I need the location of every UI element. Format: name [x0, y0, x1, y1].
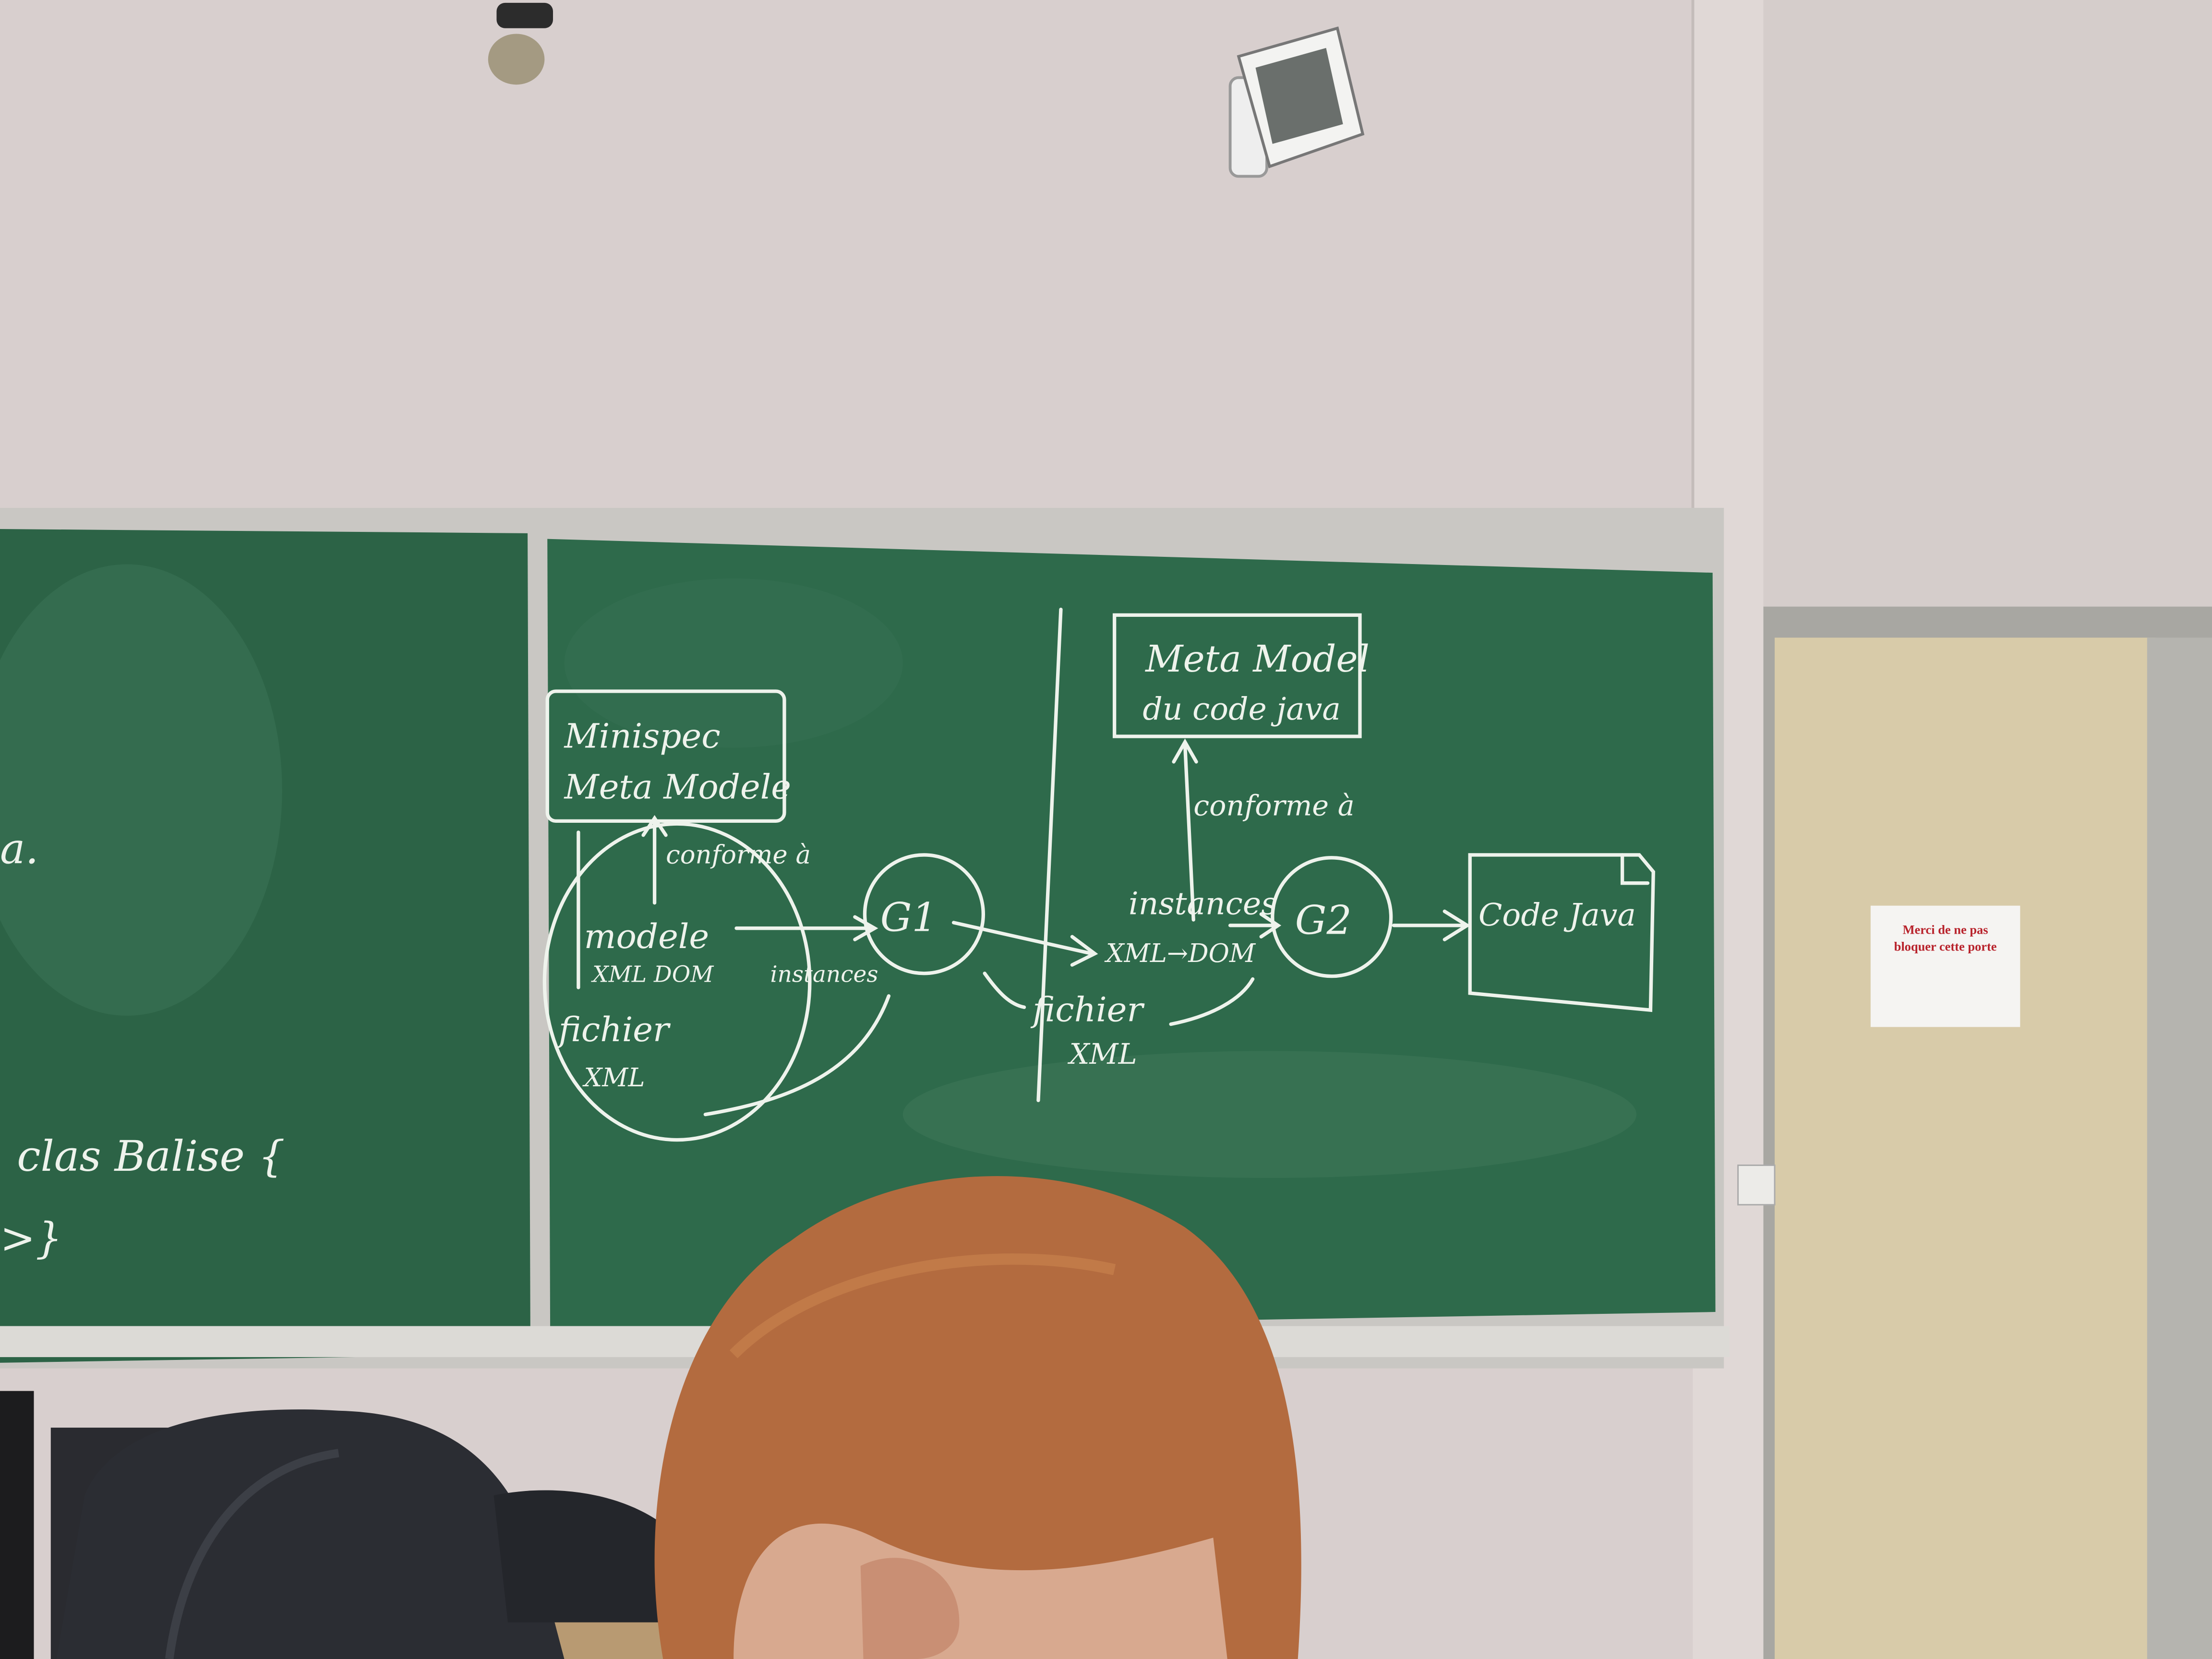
circle-xml-label: XML [582, 1063, 645, 1093]
instances-right-label: instances [1129, 886, 1277, 922]
chalkboard-right-panel [547, 539, 1716, 1332]
code-java-label: Code Java [1479, 897, 1636, 933]
door [1763, 606, 2212, 1659]
meta-java-box [1112, 613, 1362, 738]
fichier-right-line-1: fichier [1030, 990, 1145, 1030]
meta-java-line-1: Meta Model [1144, 638, 1370, 681]
left-code-line-1: clas Balise { [17, 1131, 285, 1181]
divider-line [1036, 607, 1063, 1102]
monitor [0, 1391, 34, 1659]
meta-java-line-2: du code java [1142, 691, 1341, 727]
security-camera [488, 2, 553, 85]
bag-dark [493, 1490, 706, 1623]
left-code-line-2: >} [0, 1214, 62, 1263]
wall-speaker [1228, 26, 1365, 178]
conforme-left-label: conforme à [666, 841, 811, 870]
g2-circle [1271, 856, 1393, 978]
sign-line-2: bloquer cette porte [1894, 939, 1997, 954]
wall-right-section [1756, 0, 2212, 607]
fichier-right-line-2: XML [1068, 1037, 1137, 1070]
conforme-right-label: conforme à [1193, 789, 1355, 822]
circle-xml-dom-label: XML DOM [590, 961, 714, 987]
circle-fichier-label: fichier [556, 1010, 671, 1049]
circle-modele-label: modele [584, 917, 709, 956]
minispec-line-2: Meta Modele [564, 767, 792, 806]
door-sign: Merci de ne pas bloquer cette porte [1870, 905, 2020, 1027]
minispec-box [545, 689, 786, 823]
g2-label: G2 [1295, 898, 1352, 943]
code-java-box [1468, 853, 1655, 1012]
g1-label: G1 [880, 895, 937, 941]
circle-instances-label: instances [770, 961, 878, 987]
xml-dom-right-label: XML→DOM [1104, 939, 1256, 968]
minispec-line-1: Minispec [564, 717, 721, 756]
sign-line-1: Merci de ne pas [1903, 922, 1988, 937]
diagram [542, 607, 1655, 1142]
light-switch [1737, 1164, 1776, 1206]
modele-circle [542, 822, 812, 1142]
student-head [654, 1176, 1301, 1659]
g1-circle [863, 853, 985, 975]
left-fragment-text: a. [0, 824, 39, 874]
